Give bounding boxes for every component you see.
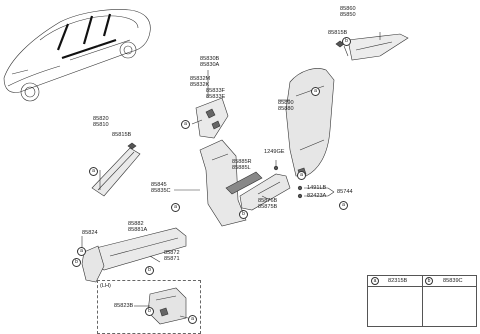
label-85744: 85744 [337,189,353,195]
callout-a: a [188,315,197,324]
callout-a: a [339,201,348,210]
label-85832k: 85832K [190,82,210,88]
label-85830a: 85830A [200,62,220,68]
callout-b: b [72,258,81,267]
label-82423a: 82423A [307,193,327,199]
legend-part-b: 85839C [443,278,463,284]
callout-a: a [89,167,98,176]
label-85823b: 85823B [114,303,134,309]
label-85833e: 85833E [206,94,226,100]
c-pillar-trim-part [347,33,409,61]
label-85885r: 85885R [232,159,252,165]
legend-callout-b: b [425,277,433,285]
fastener-legend: a 82315B b 85839C [367,275,477,327]
callout-a: a [171,203,180,212]
label-85815b-mid: 85815B [112,132,132,138]
cowl-side-trim-part [81,245,105,283]
a-pillar-trim-part [91,147,141,197]
callout-b: b [145,307,154,316]
vehicle-outline [3,9,151,102]
label-85824: 85824 [82,230,98,236]
label-85871: 85871 [164,256,180,262]
rear-pillar-trim-part [285,68,335,177]
label-85833f: 85833F [206,88,225,94]
callout-a: a [77,247,86,256]
callout-b: b [342,37,351,46]
callout-b: b [239,210,248,219]
legend-callout-a: a [371,277,379,285]
vehicle-pillars [56,13,117,60]
callout-a: a [297,171,306,180]
label-85882: 85882 [128,221,144,227]
legend-divider [422,276,423,326]
label-85860: 85860 [340,6,356,12]
lh-label: (LH) [100,283,111,289]
label-85872: 85872 [164,250,180,256]
b-pillar-lower-part [199,139,247,227]
label-85890: 85890 [278,100,294,106]
label-85850: 85850 [340,12,356,18]
label-1491lb: 1491LB [307,185,327,191]
label-85885l: 85885L [232,165,251,171]
label-85830b: 85830B [200,56,220,62]
label-85845: 85845 [151,182,167,188]
callout-b: b [145,266,154,275]
label-1249ge: 1249GE [264,149,285,155]
scuff-plate-part [225,171,263,195]
b-pillar-upper-part [195,97,229,139]
legend-part-a: 82315B [388,278,408,284]
label-85820: 85820 [93,116,109,122]
front-sill-trim-part [93,227,187,271]
label-85881a: 85881A [128,227,148,233]
label-85835c: 85835C [151,188,171,194]
callout-a: a [311,87,320,96]
label-85875b: 85875B [258,204,278,210]
label-85810: 85810 [93,122,109,128]
lh-bracket-part [147,287,187,325]
label-85876b: 85876B [258,198,278,204]
callout-a: a [181,120,190,129]
label-85832m: 85832M [190,76,211,82]
rear-sill-trim-part [239,173,291,211]
label-85815b-top: 85815B [328,30,348,36]
clip-icon [127,142,137,150]
label-85880: 85880 [278,106,294,112]
